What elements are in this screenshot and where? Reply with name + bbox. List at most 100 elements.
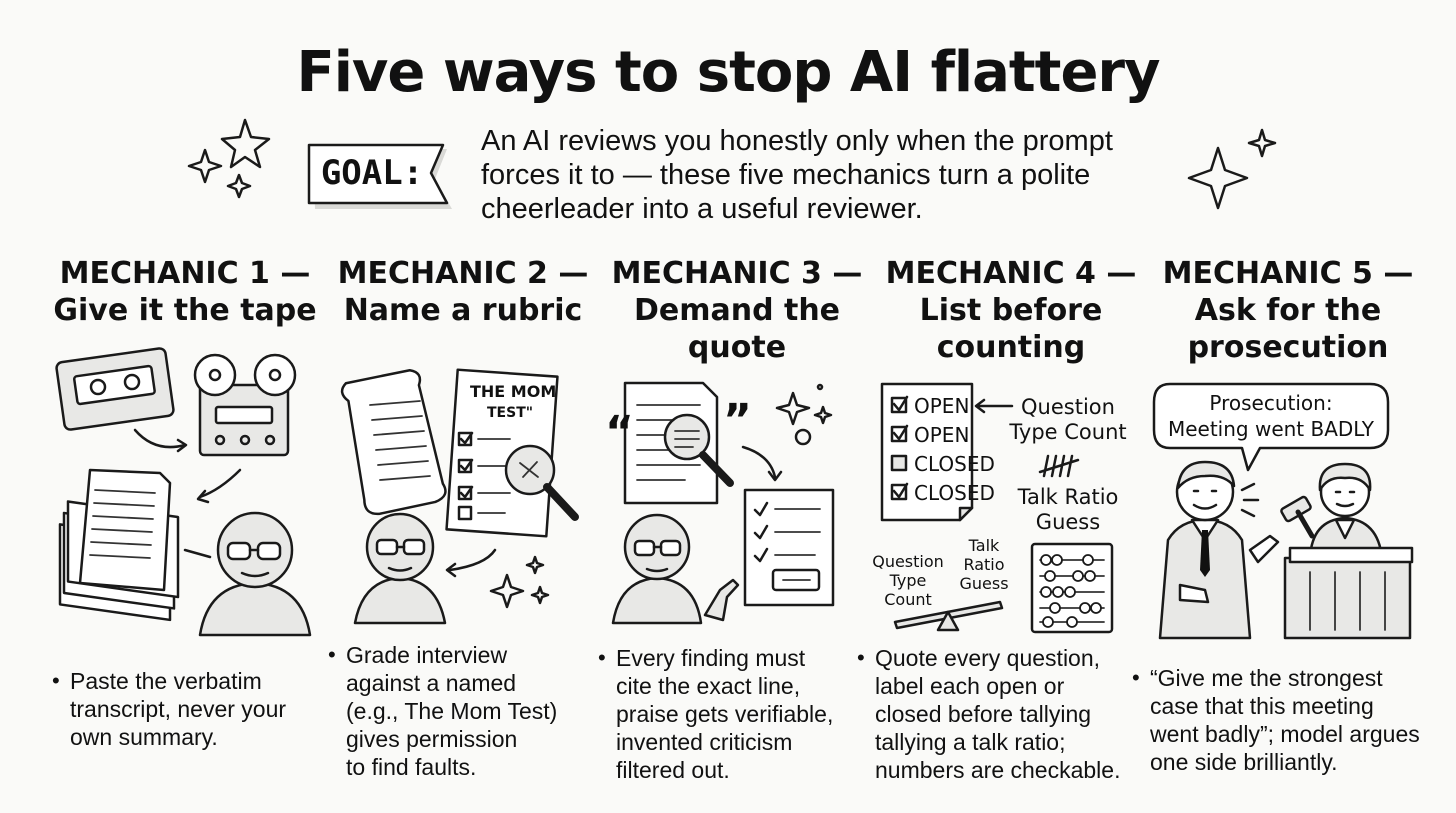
- mechanic-title-line: MECHANIC 3 —: [611, 256, 863, 291]
- speech-bubble: Prosecution: Meeting went BADLY: [1152, 382, 1390, 472]
- scale-right-label: Ratio: [963, 555, 1004, 574]
- bullet-line: went badly”; model argues: [1150, 721, 1420, 747]
- scale-right-label: Guess: [959, 574, 1008, 593]
- bullet-line: to find faults.: [346, 754, 477, 780]
- mechanic-2-illustration: THE MOM TEST": [340, 368, 579, 625]
- goal-text: An AI reviews you honestly only when the…: [481, 124, 1201, 226]
- mechanic-title-line: MECHANIC 1 —: [59, 256, 311, 291]
- mechanic-3-illustration: “ ”: [605, 381, 835, 625]
- mechanic-title-line: Name a rubric: [343, 293, 583, 328]
- mechanic-title-line: Demand the: [633, 293, 841, 328]
- checklist-document-icon: OPEN OPEN CLOSED CLOSED: [880, 382, 995, 522]
- bullet-line: case that this meeting: [1150, 693, 1374, 719]
- mechanic-title-line: MECHANIC 5 —: [1162, 256, 1414, 291]
- mechanic-2-title: MECHANIC 2 — Name a rubric: [318, 255, 608, 329]
- abacus-icon: [1030, 542, 1114, 634]
- mechanic-title-line: counting: [936, 330, 1086, 365]
- scale-right-label: Talk: [968, 536, 1000, 555]
- goal-badge: [307, 143, 452, 209]
- judge-bench-icon: [1283, 546, 1414, 640]
- speech-line1: Prosecution:: [1209, 391, 1332, 415]
- sparkle-cluster-left-icon: [187, 118, 271, 199]
- bullet-line: Every finding must: [616, 645, 806, 671]
- page-title: Five ways to stop AI flattery: [296, 40, 1160, 105]
- mechanic-4-illustration: OPEN OPEN CLOSED CLOSED Question Type Co…: [872, 382, 1127, 634]
- person-with-glasses-icon: [183, 511, 312, 637]
- scroll-icon: [340, 368, 447, 516]
- bullet-line: filtered out.: [616, 757, 730, 783]
- note-talk-line1: Talk Ratio: [1017, 485, 1119, 509]
- note-question-line1: Question: [1021, 395, 1115, 419]
- transcript-pages-icon: [58, 468, 180, 622]
- checklist-item: CLOSED: [914, 481, 995, 505]
- mechanic-2-bullet: • Grade interview against a named (e.g.,…: [328, 641, 586, 781]
- gavel-icon: [1280, 495, 1315, 539]
- goal-line: forces it to — these five mechanics turn…: [481, 159, 1091, 191]
- bullet-dot: •: [1132, 665, 1140, 690]
- speech-line2: Meeting went BADLY: [1168, 417, 1375, 441]
- svg-text:”: ”: [723, 395, 752, 446]
- svg-text:“: “: [605, 407, 634, 458]
- bullet-line: one side brilliantly.: [1150, 749, 1338, 775]
- bullet-line: Grade interview: [346, 642, 508, 668]
- goal-line: cheerleader into a useful reviewer.: [481, 193, 923, 225]
- bullet-line: “Give me the strongest: [1150, 665, 1383, 691]
- bullet-line: numbers are checkable.: [875, 757, 1121, 783]
- bullet-line: (e.g., The Mom Test): [346, 698, 558, 724]
- checklist-item: CLOSED: [914, 452, 995, 476]
- bullet-dot: •: [598, 645, 606, 670]
- bullet-line: tallying a talk ratio;: [875, 729, 1066, 755]
- mechanic-3-title: MECHANIC 3 — Demand the quote: [592, 255, 882, 366]
- checklist-document-icon: [743, 488, 835, 607]
- mechanic-5-title: MECHANIC 5 — Ask for the prosecution: [1143, 255, 1433, 366]
- mechanic-5-bullet: • “Give me the strongest case that this …: [1132, 664, 1440, 776]
- person-with-glasses-icon: [611, 513, 740, 625]
- bullet-line: Quote every question,: [875, 645, 1101, 671]
- lawyer-icon: [1158, 460, 1280, 640]
- goal-label: GOAL:: [320, 153, 424, 193]
- mechanic-title-line: quote: [687, 330, 787, 365]
- mechanic-title-line: List before: [919, 293, 1103, 328]
- judge-icon: [1308, 462, 1384, 560]
- mechanic-title-line: Give it the tape: [53, 293, 317, 328]
- mechanic-1-bullet: • Paste the verbatim transcript, never y…: [52, 667, 320, 751]
- mechanic-4-title: MECHANIC 4 — List before counting: [866, 255, 1156, 366]
- bullet-line: label each open or: [875, 673, 1065, 699]
- scale-left-label: Type: [889, 571, 927, 590]
- mechanic-1-title: MECHANIC 1 — Give it the tape: [40, 255, 330, 329]
- reel-to-reel-recorder-icon: [193, 353, 297, 457]
- person-with-glasses-icon: [353, 512, 447, 625]
- bullet-dot: •: [52, 668, 60, 693]
- mechanic-title-line: Ask for the: [1194, 293, 1382, 328]
- bullet-line: against a named: [346, 670, 517, 696]
- bullet-line: cite the exact line,: [616, 673, 801, 699]
- scale-left-label: Question: [872, 552, 944, 571]
- note-talk-line2: Guess: [1036, 510, 1100, 534]
- bullet-line: Paste the verbatim: [70, 668, 262, 694]
- checklist-item: OPEN: [914, 394, 969, 418]
- bullet-line: own summary.: [70, 724, 218, 750]
- scale-left-label: Count: [884, 590, 932, 609]
- bullet-line: transcript, never your: [70, 696, 287, 722]
- bullet-dot: •: [328, 642, 336, 667]
- magnifier-icon: [504, 444, 579, 521]
- sparkle-cluster-right-icon: [1187, 128, 1277, 210]
- rubric-doc-title-line2: TEST": [487, 405, 533, 421]
- balance-scale-icon: [893, 600, 1004, 632]
- cassette-tape-icon: [55, 347, 175, 431]
- mechanic-title-line: MECHANIC 4 —: [885, 256, 1137, 291]
- bullet-line: gives permission: [346, 726, 518, 752]
- bullet-line: invented criticism: [616, 729, 793, 755]
- tally-marks-icon: [1038, 454, 1080, 478]
- magnifier-icon: [663, 413, 734, 487]
- mechanic-title-line: MECHANIC 2 —: [337, 256, 589, 291]
- note-question-line2: Type Count: [1008, 420, 1126, 444]
- mechanic-3-bullet: • Every finding must cite the exact line…: [598, 644, 866, 784]
- goal-line: An AI reviews you honestly only when the…: [481, 125, 1113, 157]
- mechanic-1-illustration: [55, 347, 312, 637]
- bullet-line: closed before tallying: [875, 701, 1092, 727]
- mechanic-5-illustration: Prosecution: Meeting went BADLY: [1152, 382, 1414, 640]
- checklist-item: OPEN: [914, 423, 969, 447]
- rubric-doc-title-line1: THE MOM: [470, 382, 556, 401]
- bullet-line: praise gets verifiable,: [616, 701, 834, 727]
